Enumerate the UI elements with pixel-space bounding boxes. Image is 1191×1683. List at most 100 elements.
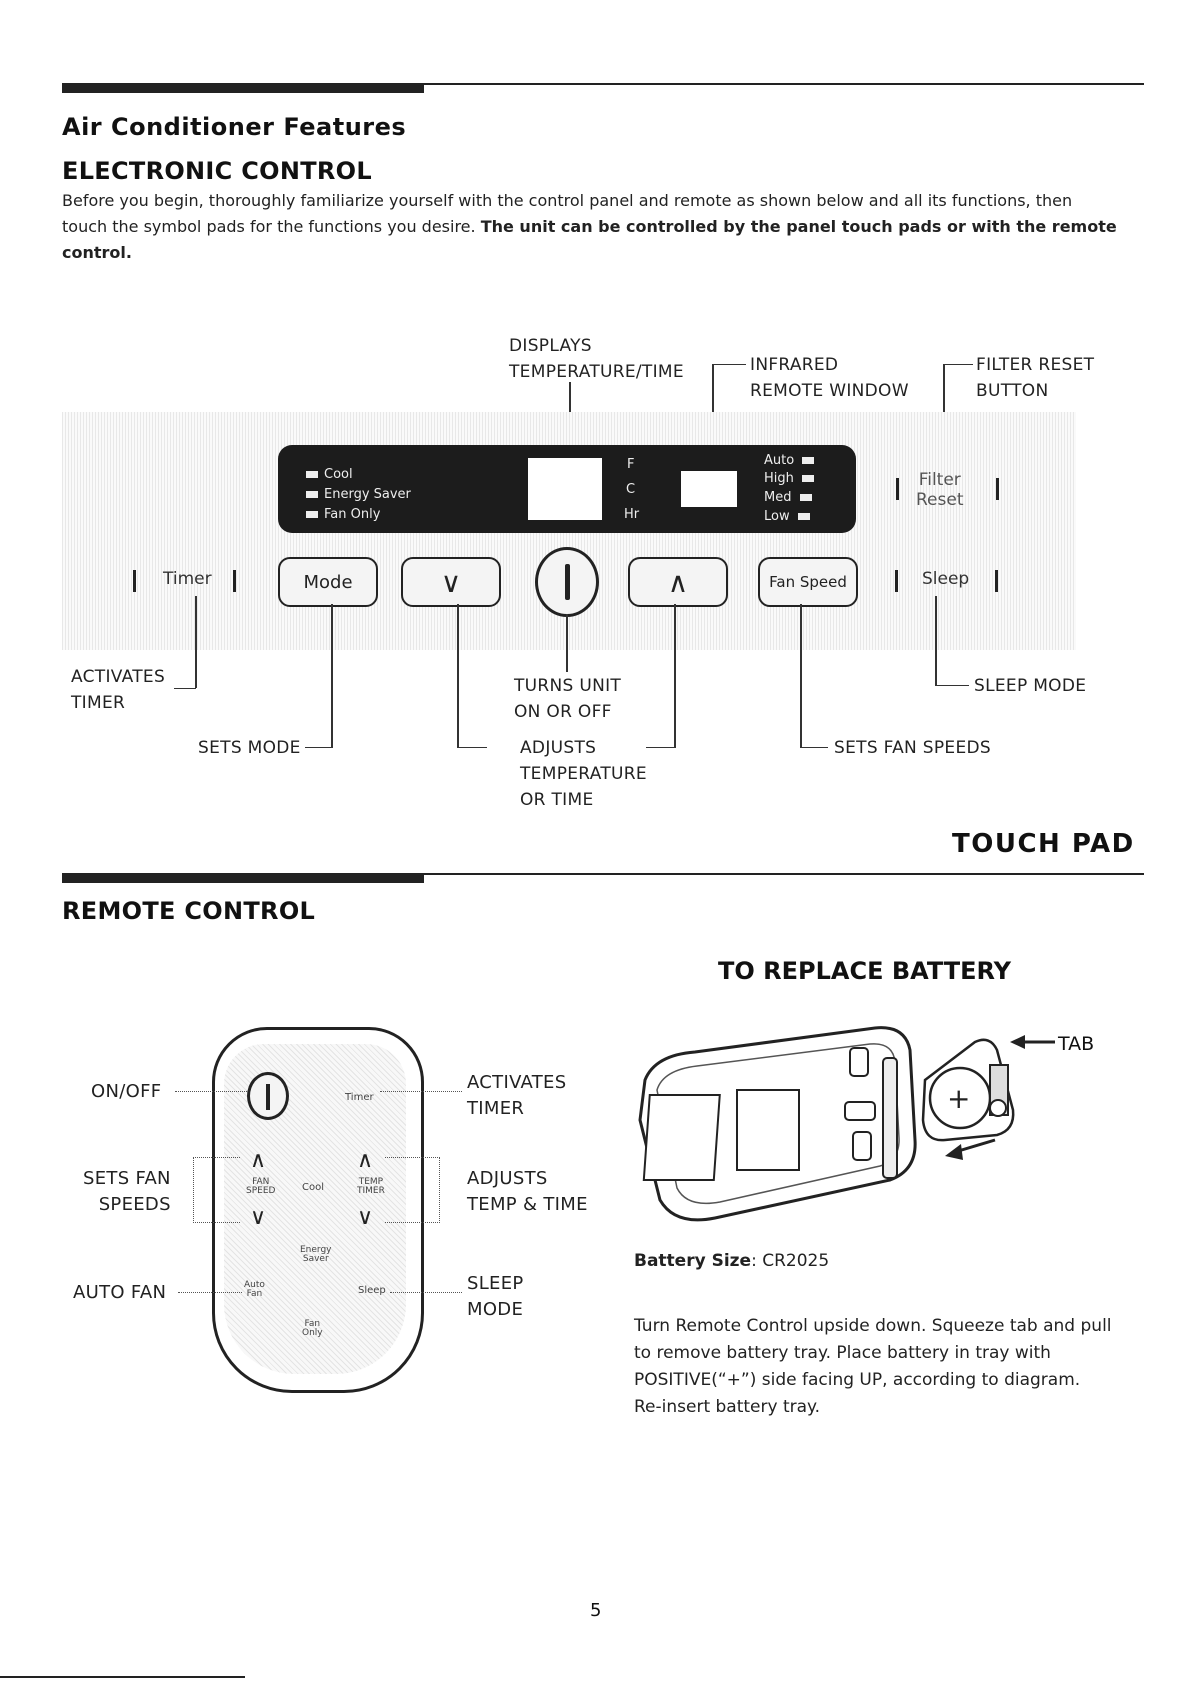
sleep-button[interactable]: Sleep — [922, 569, 970, 589]
remote-back-icon — [638, 1026, 917, 1222]
callout-activates-line1: ACTIVATES — [71, 667, 166, 687]
remote-power-button[interactable] — [247, 1072, 289, 1120]
mid-rule-thick — [62, 874, 424, 883]
remote-leader-sleep — [390, 1292, 462, 1293]
unit-c: C — [626, 482, 636, 497]
leader-fan-h — [800, 747, 828, 748]
mode-indicator-cool: Cool — [306, 467, 353, 482]
intro-line-2: touch the symbol pads for the functions … — [62, 214, 1162, 266]
leader-infrared-h — [712, 364, 746, 365]
callout-filter-line2: BUTTON — [976, 381, 1049, 401]
filter-reset-label-1: Filter — [918, 470, 961, 490]
remote-callout-sleep-line2: MODE — [467, 1299, 524, 1320]
battery-size-value: : CR2025 — [751, 1251, 830, 1271]
insert-arrow-icon — [945, 1138, 996, 1160]
speed-indicator-med: Med — [764, 490, 818, 505]
power-icon — [565, 564, 570, 600]
page-number: 5 — [590, 1600, 602, 1621]
remote-callout-on-off: ON/OFF — [91, 1081, 162, 1102]
leader-fan-v — [800, 604, 802, 747]
callout-turns-unit: TURNS UNIT ON OR OFF — [514, 673, 621, 725]
remote-callout-sleep: SLEEP MODE — [467, 1271, 524, 1323]
mode-button[interactable]: Mode — [278, 557, 378, 607]
remote-callout-activates-line2: TIMER — [467, 1098, 525, 1119]
leader-down-h — [457, 747, 487, 748]
remote-fan-up-arrow[interactable]: ∧ — [250, 1148, 267, 1173]
callout-infrared-line2: REMOTE WINDOW — [750, 381, 909, 401]
filter-bar-left — [896, 478, 899, 500]
callout-infrared: INFRARED REMOTE WINDOW — [750, 352, 909, 404]
callout-infrared-line1: INFRARED — [750, 355, 839, 375]
callout-displays-line2: TEMPERATURE/TIME — [509, 362, 684, 382]
remote-callout-auto-fan: AUTO FAN — [73, 1282, 167, 1303]
power-button[interactable] — [535, 547, 599, 617]
tab-arrow-icon — [1010, 1035, 1055, 1049]
callout-adjusts-line1: ADJUSTS — [520, 738, 597, 758]
callout-displays-line1: DISPLAYS — [509, 336, 592, 356]
mid-rule-thin — [62, 873, 1144, 875]
filter-reset-button[interactable]: Filter Reset — [916, 470, 964, 510]
touch-pad-label: TOUCH PAD — [952, 829, 1135, 859]
bottom-rule — [0, 1676, 245, 1678]
remote-callout-sets-fan: SETS FAN SPEEDS — [83, 1166, 171, 1218]
leader-timer-v — [195, 596, 197, 688]
remote-sleep-key[interactable]: Sleep — [358, 1285, 386, 1296]
instruction-line-4: Re-insert battery tray. — [634, 1397, 821, 1417]
battery-size-label: Battery Size — [634, 1251, 752, 1271]
temp-down-button[interactable]: ∨ — [401, 557, 501, 607]
fan-speed-button[interactable]: Fan Speed — [758, 557, 858, 607]
intro-line-1: Before you begin, thoroughly familiarize… — [62, 191, 1073, 210]
remote-fan-down-arrow[interactable]: ∨ — [250, 1205, 267, 1230]
leader-power-v — [566, 614, 568, 672]
sleep-bar-left — [895, 570, 898, 592]
callout-filter-line1: FILTER RESET — [976, 355, 1095, 375]
remote-control-title: REMOTE CONTROL — [62, 897, 316, 925]
remote-temp-down-arrow[interactable]: ∨ — [357, 1205, 374, 1230]
remote-leader-on-off — [175, 1091, 247, 1092]
intro-text: Before you begin, thoroughly familiarize… — [62, 188, 1162, 266]
svg-text:+: + — [947, 1082, 970, 1115]
remote-power-icon — [266, 1084, 270, 1110]
leader-sleep-h — [935, 685, 969, 686]
remote-temp-up-arrow[interactable]: ∧ — [357, 1148, 374, 1173]
callout-fan-speeds: SETS FAN SPEEDS — [834, 738, 991, 758]
speed-indicator-high: High — [764, 471, 820, 486]
temp-up-button[interactable]: ∧ — [628, 557, 728, 607]
battery-title: TO REPLACE BATTERY — [718, 957, 1012, 985]
features-title: Air Conditioner Features — [62, 113, 407, 141]
remote-callout-adjusts-line1: ADJUSTS — [467, 1168, 548, 1189]
remote-callout-activates-line1: ACTIVATES — [467, 1072, 567, 1093]
mode-indicator-energy-saver: Energy Saver — [306, 487, 411, 502]
speed-indicator-low: Low — [764, 509, 816, 524]
remote-leader-timer — [380, 1091, 462, 1092]
callout-displays: DISPLAYS TEMPERATURE/TIME — [509, 333, 684, 385]
leader-filter-h — [943, 364, 973, 365]
sleep-bar-right — [995, 570, 998, 592]
speed-indicator-auto: Auto — [764, 453, 820, 468]
intro-line-2-bold: The unit can be controlled by the panel … — [62, 217, 1117, 262]
remote-timer-key[interactable]: Timer — [345, 1092, 374, 1103]
timer-bar-left — [133, 570, 136, 592]
remote-callout-sets-fan-line2: SPEEDS — [98, 1194, 171, 1215]
remote-leader-auto-fan — [178, 1292, 242, 1293]
leader-infrared-v — [712, 364, 714, 450]
remote-leader-fan-bracket — [193, 1157, 240, 1223]
timer-button[interactable]: Timer — [163, 569, 212, 589]
filter-reset-label-2: Reset — [916, 490, 964, 510]
leader-up-h — [646, 747, 676, 748]
remote-cool-key[interactable]: Cool — [302, 1182, 324, 1193]
top-rule-thick — [62, 84, 424, 93]
battery-size: Battery Size: CR2025 — [634, 1248, 829, 1275]
battery-tray-icon: + — [921, 1038, 1015, 1142]
callout-turns-line1: TURNS UNIT — [514, 676, 622, 696]
control-display: Cool Energy Saver Fan Only F C Hr Auto H… — [278, 445, 856, 533]
instruction-line-2: to remove battery tray. Place battery in… — [634, 1343, 1051, 1363]
callout-turns-line2: ON OR OFF — [514, 702, 612, 722]
remote-callout-adjusts-line2: TEMP & TIME — [467, 1194, 588, 1215]
callout-filter-reset: FILTER RESET BUTTON — [976, 352, 1094, 404]
